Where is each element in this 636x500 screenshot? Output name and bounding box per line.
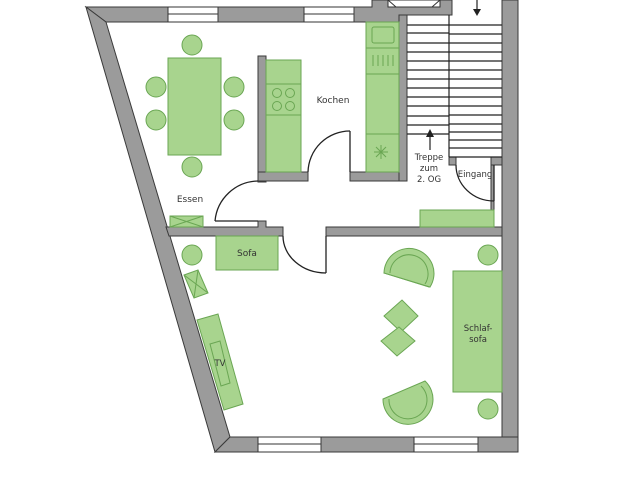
window-top-2 xyxy=(303,6,355,23)
door-living xyxy=(282,235,327,274)
middle-wall-right xyxy=(325,226,503,237)
furniture-label-sofa: Sofa xyxy=(237,249,257,259)
lamp xyxy=(477,244,499,266)
room-label-eingang: Eingang xyxy=(458,170,493,180)
lamp xyxy=(181,244,203,266)
furniture-label-schlafsofa-2: sofa xyxy=(469,335,487,345)
stair-left-wall xyxy=(398,14,408,182)
door-entrance xyxy=(455,164,495,202)
furniture-label-tv: TV xyxy=(213,359,225,369)
door-kitchen xyxy=(307,130,351,173)
vent-top xyxy=(387,0,441,8)
stove-icon xyxy=(272,88,295,111)
stool xyxy=(380,326,416,357)
armchair-top xyxy=(383,247,435,288)
dining-table-set xyxy=(145,34,245,178)
chair xyxy=(181,156,203,178)
chair xyxy=(223,76,245,98)
window-bottom-1 xyxy=(257,436,322,453)
chair xyxy=(181,34,203,56)
lamp xyxy=(477,398,499,420)
cabinet-essen xyxy=(169,215,204,228)
door-essen xyxy=(214,180,259,222)
drainer-icon xyxy=(372,55,394,66)
sink-icon xyxy=(371,26,395,44)
dining-table xyxy=(167,57,222,156)
chair xyxy=(223,109,245,131)
hallway-bench xyxy=(419,209,495,228)
stairs-down-arrow-icon xyxy=(473,0,481,16)
entrance-wall-left-stub xyxy=(448,156,457,166)
kitchen-bottom-wall-right xyxy=(349,171,408,182)
stairs-right-flight xyxy=(449,24,502,158)
kitchen-bottom-wall-left xyxy=(257,171,309,182)
side-table xyxy=(183,269,209,299)
window-bottom-2 xyxy=(413,436,479,453)
stairs-label-line3: 2. OG xyxy=(417,175,441,185)
furniture-label-schlafsofa-1: Schlaf- xyxy=(464,324,493,334)
kitchen-counter-left xyxy=(265,59,302,173)
kitchen-left-wall xyxy=(257,55,267,183)
tv-cabinet xyxy=(196,313,244,411)
outer-wall-bottom-mid xyxy=(320,436,415,453)
stairs-up-arrow-icon xyxy=(426,129,434,150)
middle-wall-left xyxy=(165,220,284,237)
stool xyxy=(383,299,419,333)
sofa-bed xyxy=(452,270,503,393)
chair xyxy=(145,109,167,131)
outer-wall-top-mid xyxy=(217,6,305,23)
armchair-bottom xyxy=(382,380,434,425)
sofa xyxy=(215,235,279,271)
kitchen-counter-right xyxy=(365,21,400,173)
outer-wall-right xyxy=(501,0,519,453)
stairs-label-line1: Treppe xyxy=(414,153,444,163)
outer-wall-bottom-right xyxy=(477,436,519,453)
room-label-essen: Essen xyxy=(177,195,203,205)
staircase xyxy=(407,0,502,158)
stairs-label-line2: zum xyxy=(420,164,438,174)
window-top-1 xyxy=(167,6,219,23)
stairs-left-flight xyxy=(407,24,449,135)
chair xyxy=(145,76,167,98)
room-label-kochen: Kochen xyxy=(317,96,350,106)
entrance-wall-right-stub xyxy=(490,156,503,166)
plant-icon xyxy=(374,145,388,159)
